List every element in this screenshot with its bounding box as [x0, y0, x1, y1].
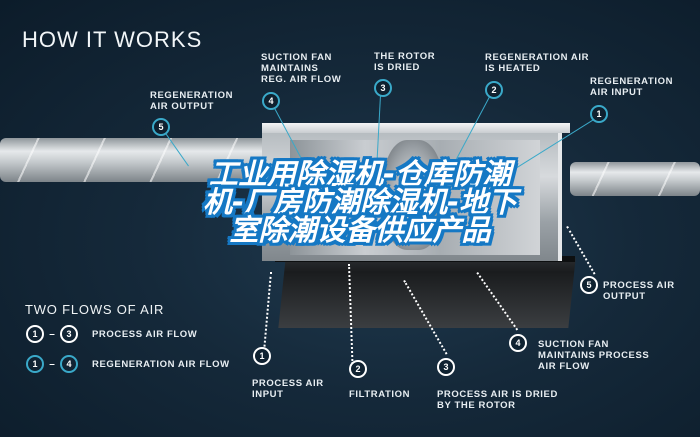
callout-marker-regen-2: 2 [485, 81, 503, 99]
callout-label-rotor-dried: THE ROTOR IS DRIED [374, 51, 436, 73]
callout-marker-process-3: 3 [437, 358, 455, 376]
machine-top-panel [262, 123, 570, 133]
legend-marker-to: 3 [60, 325, 78, 343]
leader-line-bottom-1 [263, 271, 272, 347]
legend-marker-from: 1 [26, 325, 44, 343]
callout-marker-process-1: 1 [253, 347, 271, 365]
legend-dash: – [49, 328, 55, 340]
desiccant-rotor [383, 140, 443, 250]
callout-label-filtration: FILTRATION [349, 389, 411, 400]
callout-marker-regen-1: 1 [590, 105, 608, 123]
legend-title: TWO FLOWS OF AIR [25, 302, 165, 317]
callout-marker-process-2: 2 [349, 360, 367, 378]
callout-marker-regen-3: 3 [374, 79, 392, 97]
product-banner: 工业用除湿机-仓库防潮 机-厂房防潮除湿机-地下 室除潮设备供应产品 [140, 157, 580, 247]
callout-label-process-air-output: PROCESS AIR OUTPUT [603, 280, 675, 302]
callout-label-suction-fan-process: SUCTION FAN MAINTAINS PROCESS AIR FLOW [538, 339, 650, 372]
legend-label: PROCESS AIR FLOW [92, 328, 198, 340]
left-air-duct [0, 138, 280, 182]
legend-marker-from: 1 [26, 355, 44, 373]
callout-label-suction-fan-reg: SUCTION FAN MAINTAINS REG. AIR FLOW [261, 52, 342, 85]
legend-row-regeneration-air-flow: 1 – 4 REGENERATION AIR FLOW [26, 355, 230, 373]
callout-label-regen-air-output: REGENERATION AIR OUTPUT [150, 90, 234, 112]
legend-label: REGENERATION AIR FLOW [92, 358, 230, 370]
banner-line-2: 机-厂房防潮除湿机-地下 [202, 185, 518, 219]
callout-label-regen-air-heated: REGENERATION AIR IS HEATED [485, 52, 590, 74]
callout-label-process-air-dried: PROCESS AIR IS DRIED BY THE ROTOR [437, 389, 558, 411]
page-title: HOW IT WORKS [22, 27, 203, 52]
legend-dash: – [49, 358, 55, 370]
banner-line-1: 工业用除湿机-仓库防潮 [208, 157, 512, 191]
legend-row-process-air-flow: 1 – 3 PROCESS AIR FLOW [26, 325, 197, 343]
callout-marker-process-4: 4 [509, 334, 527, 352]
right-air-duct [570, 162, 700, 196]
callout-marker-regen-4: 4 [262, 92, 280, 110]
banner-line-3: 室除潮设备供应产品 [229, 213, 491, 247]
callout-marker-process-5: 5 [580, 276, 598, 294]
callout-label-regen-air-input: REGENERATION AIR INPUT [590, 76, 674, 98]
callout-label-process-air-input: PROCESS AIR INPUT [252, 378, 324, 400]
callout-marker-regen-5: 5 [152, 118, 170, 136]
legend-marker-to: 4 [60, 355, 78, 373]
